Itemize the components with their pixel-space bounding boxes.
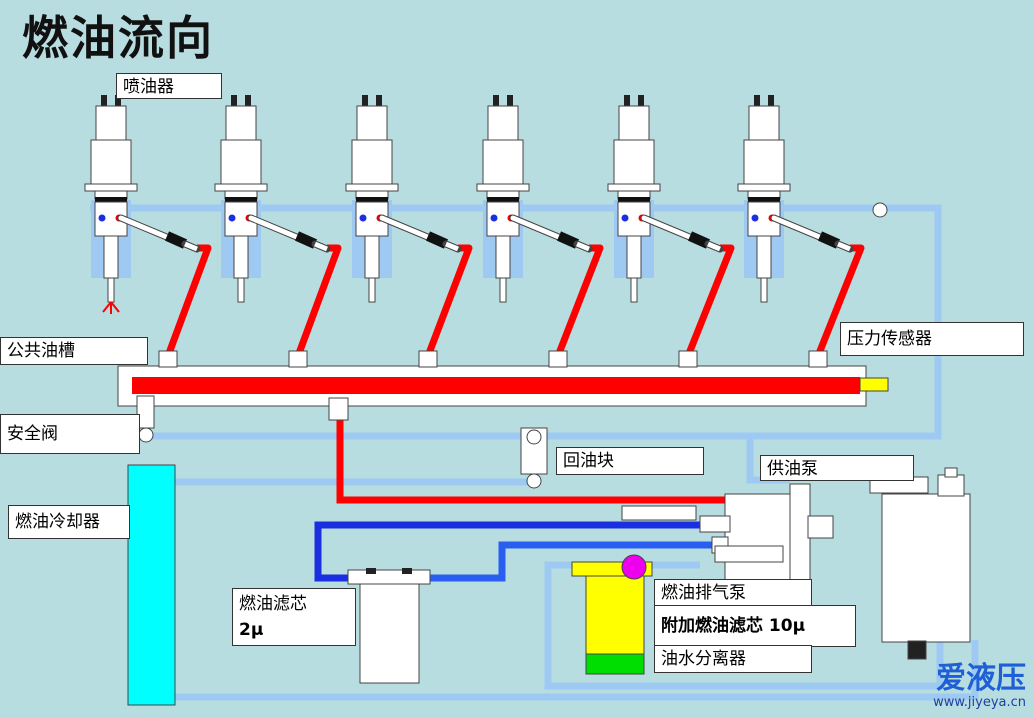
rail-fitting	[158, 350, 178, 368]
supply-pump	[621, 483, 834, 583]
injector	[214, 95, 331, 303]
label-fuel-filter: 燃油滤芯 2μ	[232, 588, 356, 646]
fuel-cooler	[127, 464, 176, 706]
label-extra-filter: 附加燃油滤芯 10μ	[654, 605, 856, 647]
rail-fittings	[158, 350, 828, 368]
injector	[476, 95, 593, 303]
rail-outlet-fitting	[328, 397, 349, 421]
rail-fitting	[548, 350, 568, 368]
supply-lines	[314, 418, 725, 582]
fuel-spray	[102, 301, 120, 314]
injector	[607, 95, 724, 303]
water-separator-assembly	[571, 554, 653, 675]
common-rail-bore	[132, 377, 860, 394]
pressure-sensor-body	[859, 377, 889, 392]
priming-pump-bulb	[621, 554, 647, 580]
fuel-filter	[347, 568, 431, 684]
watermark: 爱液压 www.jiyeya.cn	[933, 661, 1026, 711]
label-common-rail: 公共油槽	[0, 337, 148, 365]
label-priming-pump: 燃油排气泵	[654, 579, 812, 607]
label-pressure-sensor: 压力传感器	[840, 322, 1024, 356]
rail-fitting	[418, 350, 438, 368]
label-return-block: 回油块	[556, 447, 704, 475]
watermark-brand: 爱液压	[936, 661, 1026, 696]
return-line-cooler-bottom	[175, 640, 979, 701]
label-supply-pump: 供油泵	[760, 455, 914, 481]
secondary-pump	[869, 467, 971, 660]
rail-fitting	[678, 350, 698, 368]
label-fuel-filter-line2: 2μ	[239, 620, 264, 640]
return-block	[520, 427, 548, 489]
label-safety-valve: 安全阀	[0, 414, 140, 454]
return-junction	[872, 202, 888, 218]
supply-line-pump-to-filter	[314, 521, 700, 582]
supply-line-filter-to-pump	[430, 541, 712, 582]
label-water-separator: 油水分离器	[654, 645, 812, 673]
injector	[84, 95, 201, 314]
label-fuel-filter-line1: 燃油滤芯	[239, 594, 307, 614]
high-pressure-rail-to-pump	[336, 418, 725, 504]
rail-fitting	[288, 350, 308, 368]
watermark-url: www.jiyeya.cn	[933, 695, 1026, 710]
common-rail	[117, 365, 889, 443]
injector	[345, 95, 462, 303]
rail-fitting	[808, 350, 828, 368]
injector	[737, 95, 854, 303]
label-injector: 喷油器	[116, 73, 222, 99]
injectors	[84, 95, 854, 314]
safety-valve-port	[138, 427, 154, 443]
label-fuel-cooler: 燃油冷却器	[8, 505, 130, 539]
page-title: 燃油流向	[22, 11, 214, 65]
